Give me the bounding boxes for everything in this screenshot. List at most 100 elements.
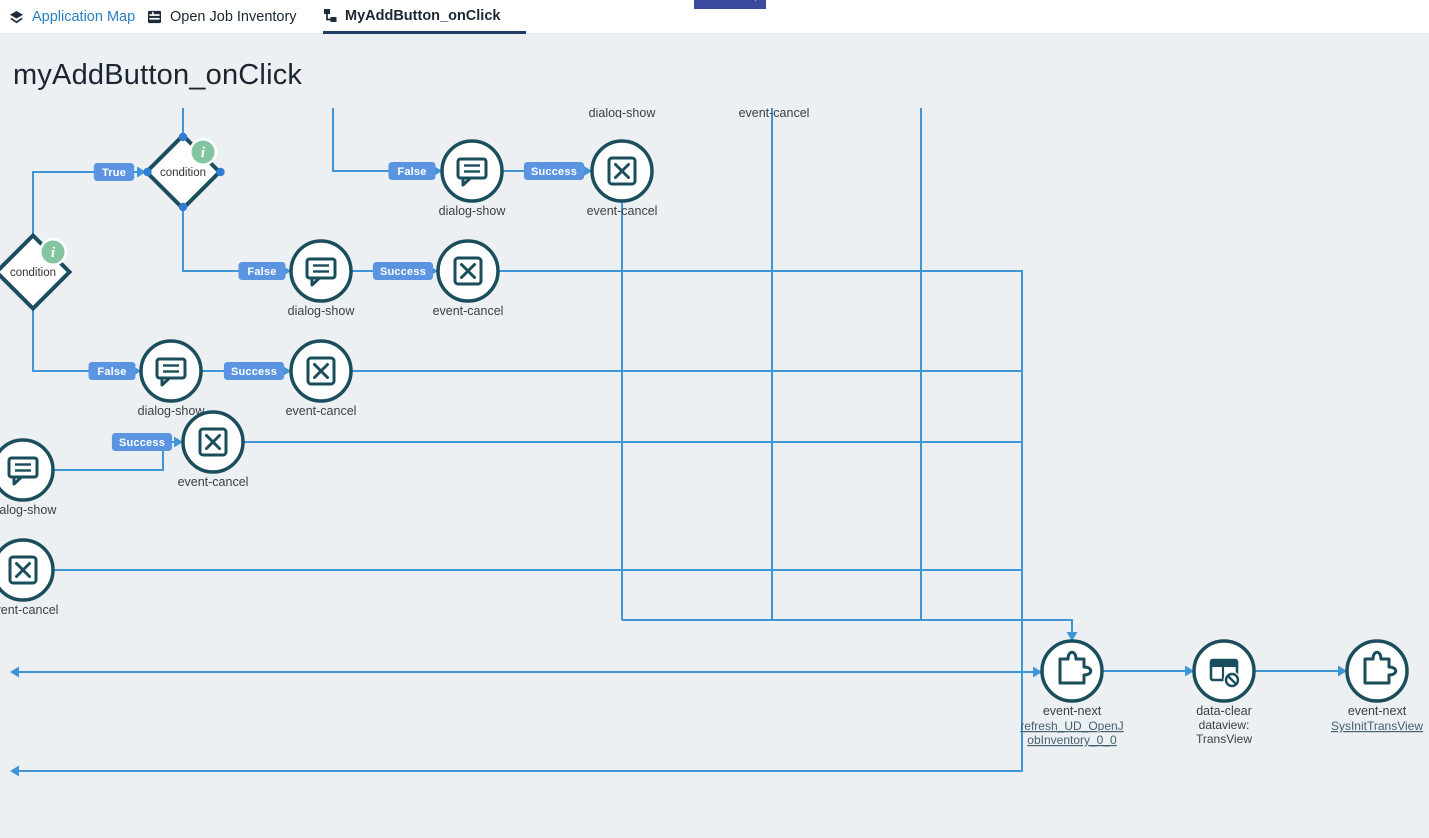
event-next-icon <box>1058 650 1093 685</box>
node-dialog-show[interactable]: dialog-show <box>288 239 356 318</box>
arrowhead-icon <box>1033 666 1042 678</box>
arrowhead-icon <box>10 666 19 678</box>
port-dot <box>178 202 188 212</box>
node-condition[interactable]: condition i <box>143 132 225 212</box>
edge-label-success: Success <box>372 262 434 280</box>
data-clear-icon <box>1209 658 1241 689</box>
node-label: data-clear <box>1196 704 1252 718</box>
svg-text:False: False <box>247 266 276 278</box>
flow-edge <box>32 171 138 235</box>
port-dot <box>178 132 188 142</box>
flow-edge <box>32 309 133 372</box>
node-label: dialog-show <box>288 304 356 318</box>
edge-label-true: True <box>93 163 135 181</box>
info-icon[interactable]: i <box>189 138 217 166</box>
node-dialog-show[interactable]: dialog-show <box>439 139 507 218</box>
event-cancel-icon <box>198 427 228 457</box>
info-icon[interactable]: i <box>39 238 67 266</box>
layers-icon <box>9 10 24 25</box>
node-label-clipped: event-cancel <box>739 106 810 120</box>
svg-text:Success: Success <box>119 437 165 449</box>
dialog-show-icon <box>305 257 337 287</box>
event-cancel-icon <box>607 156 637 186</box>
event-cancel-icon <box>453 256 483 286</box>
page-title: myAddButton_onClick <box>13 59 303 91</box>
node-sublabel: dataview: <box>1199 718 1250 732</box>
dialog-show-icon <box>456 157 488 187</box>
node-label: event-cancel <box>433 304 504 318</box>
event-cancel-icon <box>8 555 38 585</box>
svg-text:True: True <box>102 167 126 179</box>
table-icon <box>147 10 162 24</box>
arrowhead-icon <box>282 365 291 377</box>
dialog-show-icon <box>155 357 187 387</box>
node-link[interactable]: obInventory_0_0 <box>1027 733 1117 747</box>
arrowhead-icon <box>1338 665 1347 677</box>
svg-text:Success: Success <box>380 266 426 278</box>
event-next-icon <box>1363 650 1398 685</box>
node-label: event-next <box>1043 704 1102 718</box>
edge-label-false: False <box>238 262 286 280</box>
svg-text:False: False <box>397 166 426 178</box>
node-link[interactable]: refresh_UD_OpenJ <box>1020 719 1123 733</box>
edge-label-success: Success <box>523 162 585 180</box>
svg-text:i: i <box>201 145 206 161</box>
node-label: condition <box>10 267 56 279</box>
node-event-next[interactable]: event-nextrefresh_UD_OpenJobInventory_0_… <box>1020 639 1124 747</box>
node-label: dialog-show <box>138 404 206 418</box>
svg-text:Success: Success <box>231 366 277 378</box>
flow-edge <box>622 619 1073 633</box>
arrowhead-icon <box>137 166 146 178</box>
tab-myaddbutton-onclick[interactable]: MyAddButton_onClick <box>323 0 527 34</box>
svg-text:False: False <box>97 366 126 378</box>
node-label: event-cancel <box>286 404 357 418</box>
arrowhead-icon <box>10 765 19 777</box>
flow-icon <box>323 8 337 23</box>
flow-edge <box>182 209 283 272</box>
event-cancel-icon <box>306 356 336 386</box>
edge-label-false: False <box>88 362 136 380</box>
tab-label: Open Job Inventory <box>170 9 297 25</box>
feedback-button[interactable]: Feedback <box>694 0 766 9</box>
tab-label: MyAddButton_onClick <box>345 7 501 24</box>
arrowhead-icon <box>174 436 183 448</box>
node-label: dialog-show <box>439 204 507 218</box>
tab-open-job-inventory[interactable]: Open Job Inventory <box>147 0 297 34</box>
tab-application-map[interactable]: Application Map <box>9 0 135 34</box>
edge-label-false: False <box>388 162 436 180</box>
node-label: event-cancel <box>587 204 658 218</box>
node-event-cancel[interactable]: event-cancel <box>433 239 504 318</box>
node-label: dialog-show <box>0 503 57 517</box>
node-event-cancel[interactable]: event-cancel <box>587 139 658 218</box>
node-label: event-cancel <box>0 603 58 617</box>
flow-edge <box>332 108 434 172</box>
flow-edge <box>18 270 1023 772</box>
node-label: condition <box>160 167 206 179</box>
node-event-cancel[interactable]: event-cancel <box>286 339 357 418</box>
svg-text:Success: Success <box>531 166 577 178</box>
node-label: event-cancel <box>178 475 249 489</box>
feedback-label: Feedback <box>696 0 747 3</box>
node-event-cancel[interactable]: event-cancel <box>0 538 58 617</box>
arrowhead-icon <box>1185 665 1194 677</box>
arrowhead-icon <box>1066 632 1078 641</box>
port-dot <box>143 167 152 177</box>
arrowhead-icon <box>583 165 592 177</box>
tab-label: Application Map <box>32 9 136 25</box>
dialog-show-icon <box>7 456 39 486</box>
node-label-clipped: dialog-show <box>589 106 657 120</box>
node-dialog-show[interactable]: dialog-show <box>138 339 206 418</box>
node-event-cancel[interactable]: event-cancel <box>178 410 249 489</box>
chat-bubble-icon <box>752 0 764 4</box>
node-label: event-next <box>1348 704 1407 718</box>
node-sublabel: TransView <box>1196 732 1252 746</box>
edge-label-success: Success <box>223 362 285 380</box>
node-dialog-show[interactable]: dialog-show <box>0 438 57 517</box>
port-dot <box>216 167 225 177</box>
node-link[interactable]: SysInitTransView <box>1331 719 1423 733</box>
